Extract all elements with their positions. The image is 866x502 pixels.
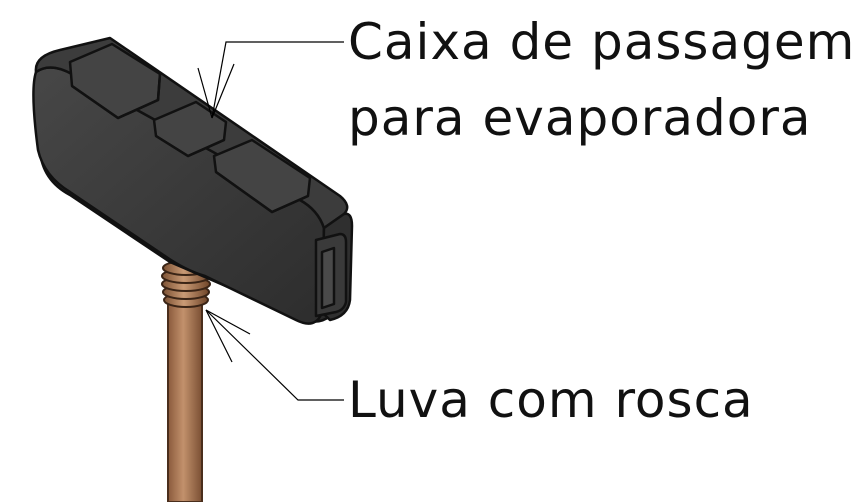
callout-box-line-1: Caixa de passagem bbox=[348, 13, 856, 71]
pipe bbox=[167, 299, 203, 502]
leader-lines-coupling bbox=[205, 309, 344, 401]
callout-box-line-2: para evaporadora bbox=[348, 89, 812, 147]
leader-lines-box bbox=[197, 41, 344, 119]
callout-coupling: Luva com rosca bbox=[348, 371, 754, 429]
junction-box bbox=[32, 36, 354, 325]
